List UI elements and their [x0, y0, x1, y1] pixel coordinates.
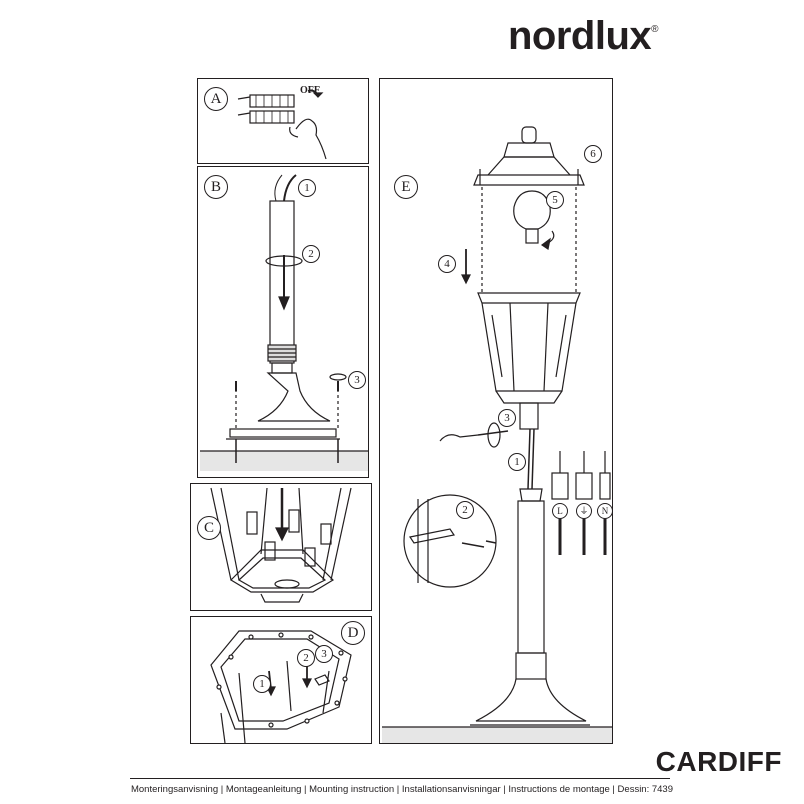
- panel-d-step-3: 3: [315, 645, 333, 663]
- panel-a-letter: A: [204, 87, 228, 111]
- brand-logo: nordlux®: [508, 14, 659, 59]
- panel-a-drawing: [237, 89, 327, 160]
- panel-b-letter: B: [204, 175, 228, 199]
- panel-e-step-6: 6: [584, 145, 602, 163]
- panel-d-drawing: [210, 630, 352, 744]
- panel-d-step-1: 1: [253, 675, 271, 693]
- brand-reg: ®: [651, 24, 659, 35]
- terminal-label-l: L: [552, 503, 568, 519]
- panel-d: D 1 2 3: [190, 616, 372, 744]
- panel-b-drawing: [200, 174, 368, 471]
- panel-e-letter: E: [394, 175, 418, 199]
- panel-e-step-1: 1: [508, 453, 526, 471]
- off-label: OFF: [300, 85, 320, 96]
- panel-d-letter: D: [341, 621, 365, 645]
- panel-d-step-2: 2: [297, 649, 315, 667]
- panel-c-drawing: [210, 487, 352, 603]
- panel-e-step-4: 4: [438, 255, 456, 273]
- footer-rule: [130, 778, 670, 779]
- panel-b-step-1: 1: [298, 179, 316, 197]
- panel-b-step-2: 2: [302, 245, 320, 263]
- panel-c-letter: C: [197, 516, 221, 540]
- product-name: CARDIFF: [655, 746, 782, 777]
- panel-e-step-2: 2: [456, 501, 474, 519]
- brand-name: nordlux: [508, 14, 652, 58]
- terminal-label-n: N: [597, 503, 613, 519]
- panel-c: C: [190, 483, 372, 611]
- panel-b: B 1 2 3: [197, 166, 369, 478]
- panel-e-step-3: 3: [498, 409, 516, 427]
- panel-e-drawing: [382, 126, 612, 743]
- footer-text: Monteringsanvisning | Montageanleitung |…: [130, 784, 673, 795]
- panel-b-step-3: 3: [348, 371, 366, 389]
- panel-e: E 1 2 3 4 5 6 L ⏚ N: [379, 78, 613, 744]
- terminal-label-earth: ⏚: [576, 503, 592, 519]
- panel-a: A OFF: [197, 78, 369, 164]
- panel-e-step-5: 5: [546, 191, 564, 209]
